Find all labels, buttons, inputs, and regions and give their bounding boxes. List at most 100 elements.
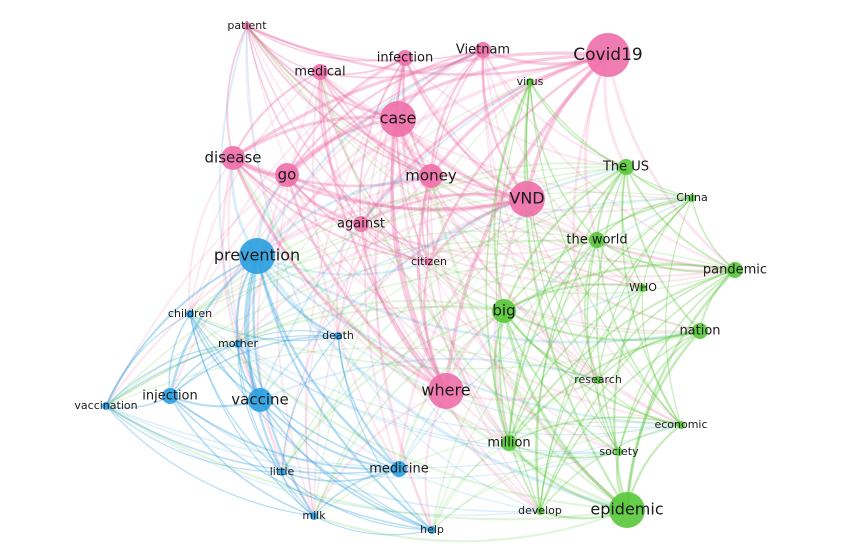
node-vietnam [475,42,491,58]
edge-vietnam-research [482,49,599,381]
edge-the-world-research [584,239,599,381]
edge-infection-the-us [404,57,627,168]
edge-vnd-medicine [397,198,528,470]
edge-mother-milk [237,343,315,517]
edge-big-develop [498,310,541,512]
edge-case-vnd [396,117,528,201]
edge-virus-the-us [529,81,627,168]
edge-infection-children [189,57,406,315]
node-case [380,101,416,137]
node-label-children: children [168,307,212,320]
edge-covid19-against [359,53,609,225]
edge-china-economic [665,197,693,426]
edge-case-where [390,118,448,392]
edge-little-milk [281,471,315,517]
edge-death-develop [337,335,541,512]
edge-the-us-economic [621,166,682,426]
edge-china-pandemic [691,197,736,271]
edge-death-help [337,335,433,531]
edge-vaccination-society [105,405,620,479]
edge-china-who [642,197,693,289]
edge-prevention-injection [168,254,258,397]
edge-prevention-vaccination [104,254,258,407]
node-label-the-world: the world [566,233,627,248]
edge-where-develop [444,390,541,512]
edge-against-nation [360,223,701,333]
edge-patient-death [245,25,339,337]
edge-go-vnd [286,173,528,212]
edge-case-million [396,118,511,444]
edge-virus-develop [495,81,541,512]
edge-disease-where [231,157,447,393]
edge-the-us-vaccine [259,165,627,401]
edge-case-epidemic [396,118,629,512]
node-the-us [618,159,634,175]
edge-infection-who [404,57,644,289]
edge-covid19-disease [232,51,609,160]
node-label-big: big [492,302,515,320]
edge-where-milk [312,389,447,517]
edge-vnd-prevention [256,193,528,258]
edge-the-us-pandemic [625,166,736,271]
edge-million-society [508,442,620,459]
edge-the-us-milk [313,166,627,517]
edge-society-help [431,451,620,531]
edge-vaccine-medicine [259,399,400,471]
edge-case-research [396,118,599,381]
edge-patient-infection [246,25,406,62]
edge-against-the-world [360,223,598,255]
edge-the-us-vaccination [105,166,627,407]
edge-pandemic-children [189,239,736,315]
edge-medical-pandemic [319,71,736,271]
edge-mother-society [237,343,620,455]
edge-vaccination-epidemic [105,405,628,521]
edge-vietnam-who [482,49,644,289]
edge-medical-vietnam [319,49,484,79]
node-vnd [509,181,545,217]
node-the-world [589,232,605,248]
edge-vnd-mother [237,197,528,345]
edge-against-million [360,223,510,444]
node-label-milk: milk [302,509,326,522]
node-milk [310,512,318,520]
node-research [594,376,602,384]
edge-pandemic-million [508,269,736,444]
edge-medical-where [318,71,447,392]
edge-injection-help [169,395,433,531]
node-label-medical: medical [294,65,345,80]
node-death [334,332,342,340]
edge-vaccination-medicine [105,405,400,475]
edge-china-research [597,197,693,381]
edge-covid19-citizen [427,53,609,263]
edge-vaccination-little [105,405,283,473]
node-money [419,164,443,188]
edge-patient-disease [226,25,248,159]
edge-children-death [189,313,339,342]
edge-patient-nation [246,25,701,332]
node-little [278,468,286,476]
edge-pandemic-vaccination [105,260,736,407]
edge-patient-medicine [246,25,400,470]
edge-death-injection [169,335,339,397]
edge-the-us-against [360,162,627,225]
edge-patient-money [246,25,432,177]
edge-big-mother [237,299,505,345]
node-label-million: million [487,436,530,451]
edge-big-epidemic [502,310,628,512]
edge-money-epidemic [429,175,628,512]
edge-milk-epidemic [313,508,628,543]
edge-medical-infection [319,57,406,76]
edge-research-vaccine [259,357,599,401]
edge-the-us-develop [536,166,627,512]
node-label-citizen: citizen [411,255,447,268]
edge-patient-case [246,25,399,121]
edge-who-medicine [398,287,644,470]
edge-covid19-research [572,54,610,381]
node-label-injection: injection [142,389,198,404]
edge-who-million [508,287,644,444]
edge-vietnam-citizen [426,49,484,263]
edge-little-medicine [281,468,400,482]
edge-against-research [360,223,599,381]
node-china [688,194,696,202]
